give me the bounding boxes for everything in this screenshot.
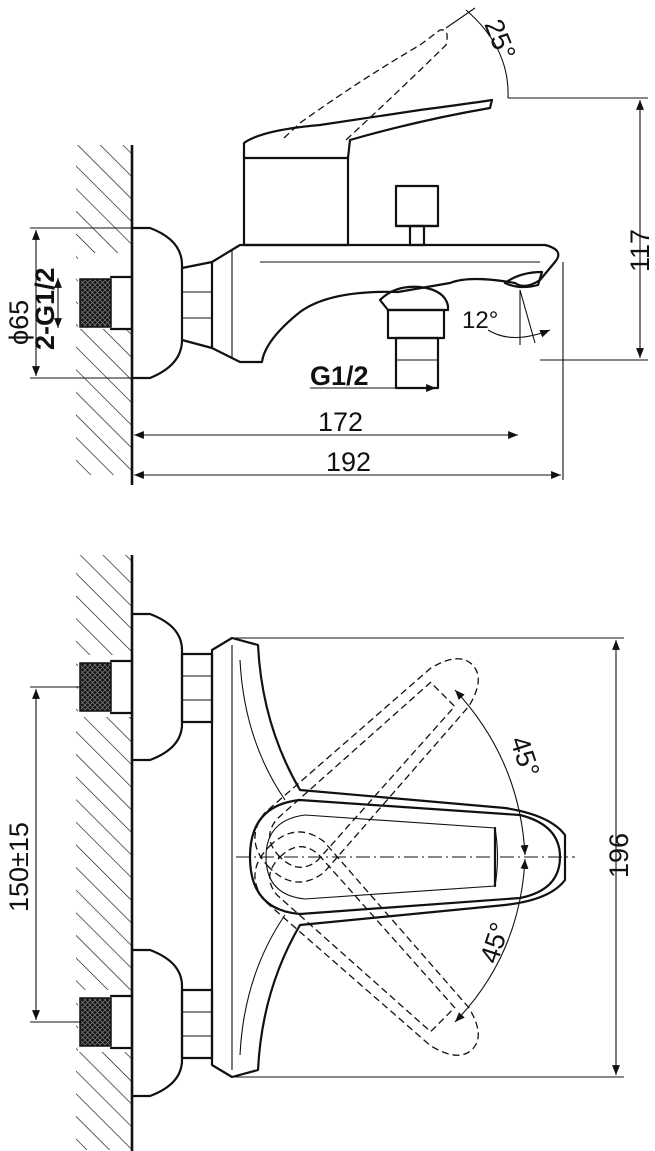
inlet-thread [79, 278, 112, 328]
angle-lower-label: 45° [474, 919, 515, 967]
angle-spout-label: 12° [462, 307, 498, 334]
wall-hatching-bottom [76, 555, 134, 1151]
total-length-label: 192 [326, 447, 371, 477]
handle-lever [242, 98, 494, 160]
escutcheon [130, 226, 184, 380]
handle-base [242, 156, 350, 247]
width-label: 196 [604, 833, 634, 878]
handle-rotated-upper [254, 658, 479, 883]
height-label: 117 [625, 229, 655, 272]
centers-label: 150±15 [4, 822, 34, 912]
angle-upper-label: 45° [504, 733, 545, 781]
front-body [210, 636, 567, 1079]
diameter-label: ϕ65 [4, 300, 34, 345]
thread-inlets-label: 2-G1/2 [30, 267, 60, 350]
side-view: 25° 12° 117 ϕ65 2-G1/2 G1/2 172 [4, 7, 655, 485]
thread-outlet-label: G1/2 [310, 361, 369, 391]
angle-handle-label: 25° [478, 15, 521, 64]
diverter-knob [394, 184, 440, 228]
handle-raised [283, 29, 448, 141]
mixer-body [210, 243, 560, 364]
inlet-thread-lower [79, 997, 112, 1047]
spout-length-label: 172 [318, 407, 363, 437]
handle-rotated-lower [254, 831, 479, 1056]
front-view: 45° 45° 150±15 196 [4, 555, 634, 1151]
inlet-thread-upper [79, 662, 112, 712]
outlet-connector [378, 285, 450, 312]
